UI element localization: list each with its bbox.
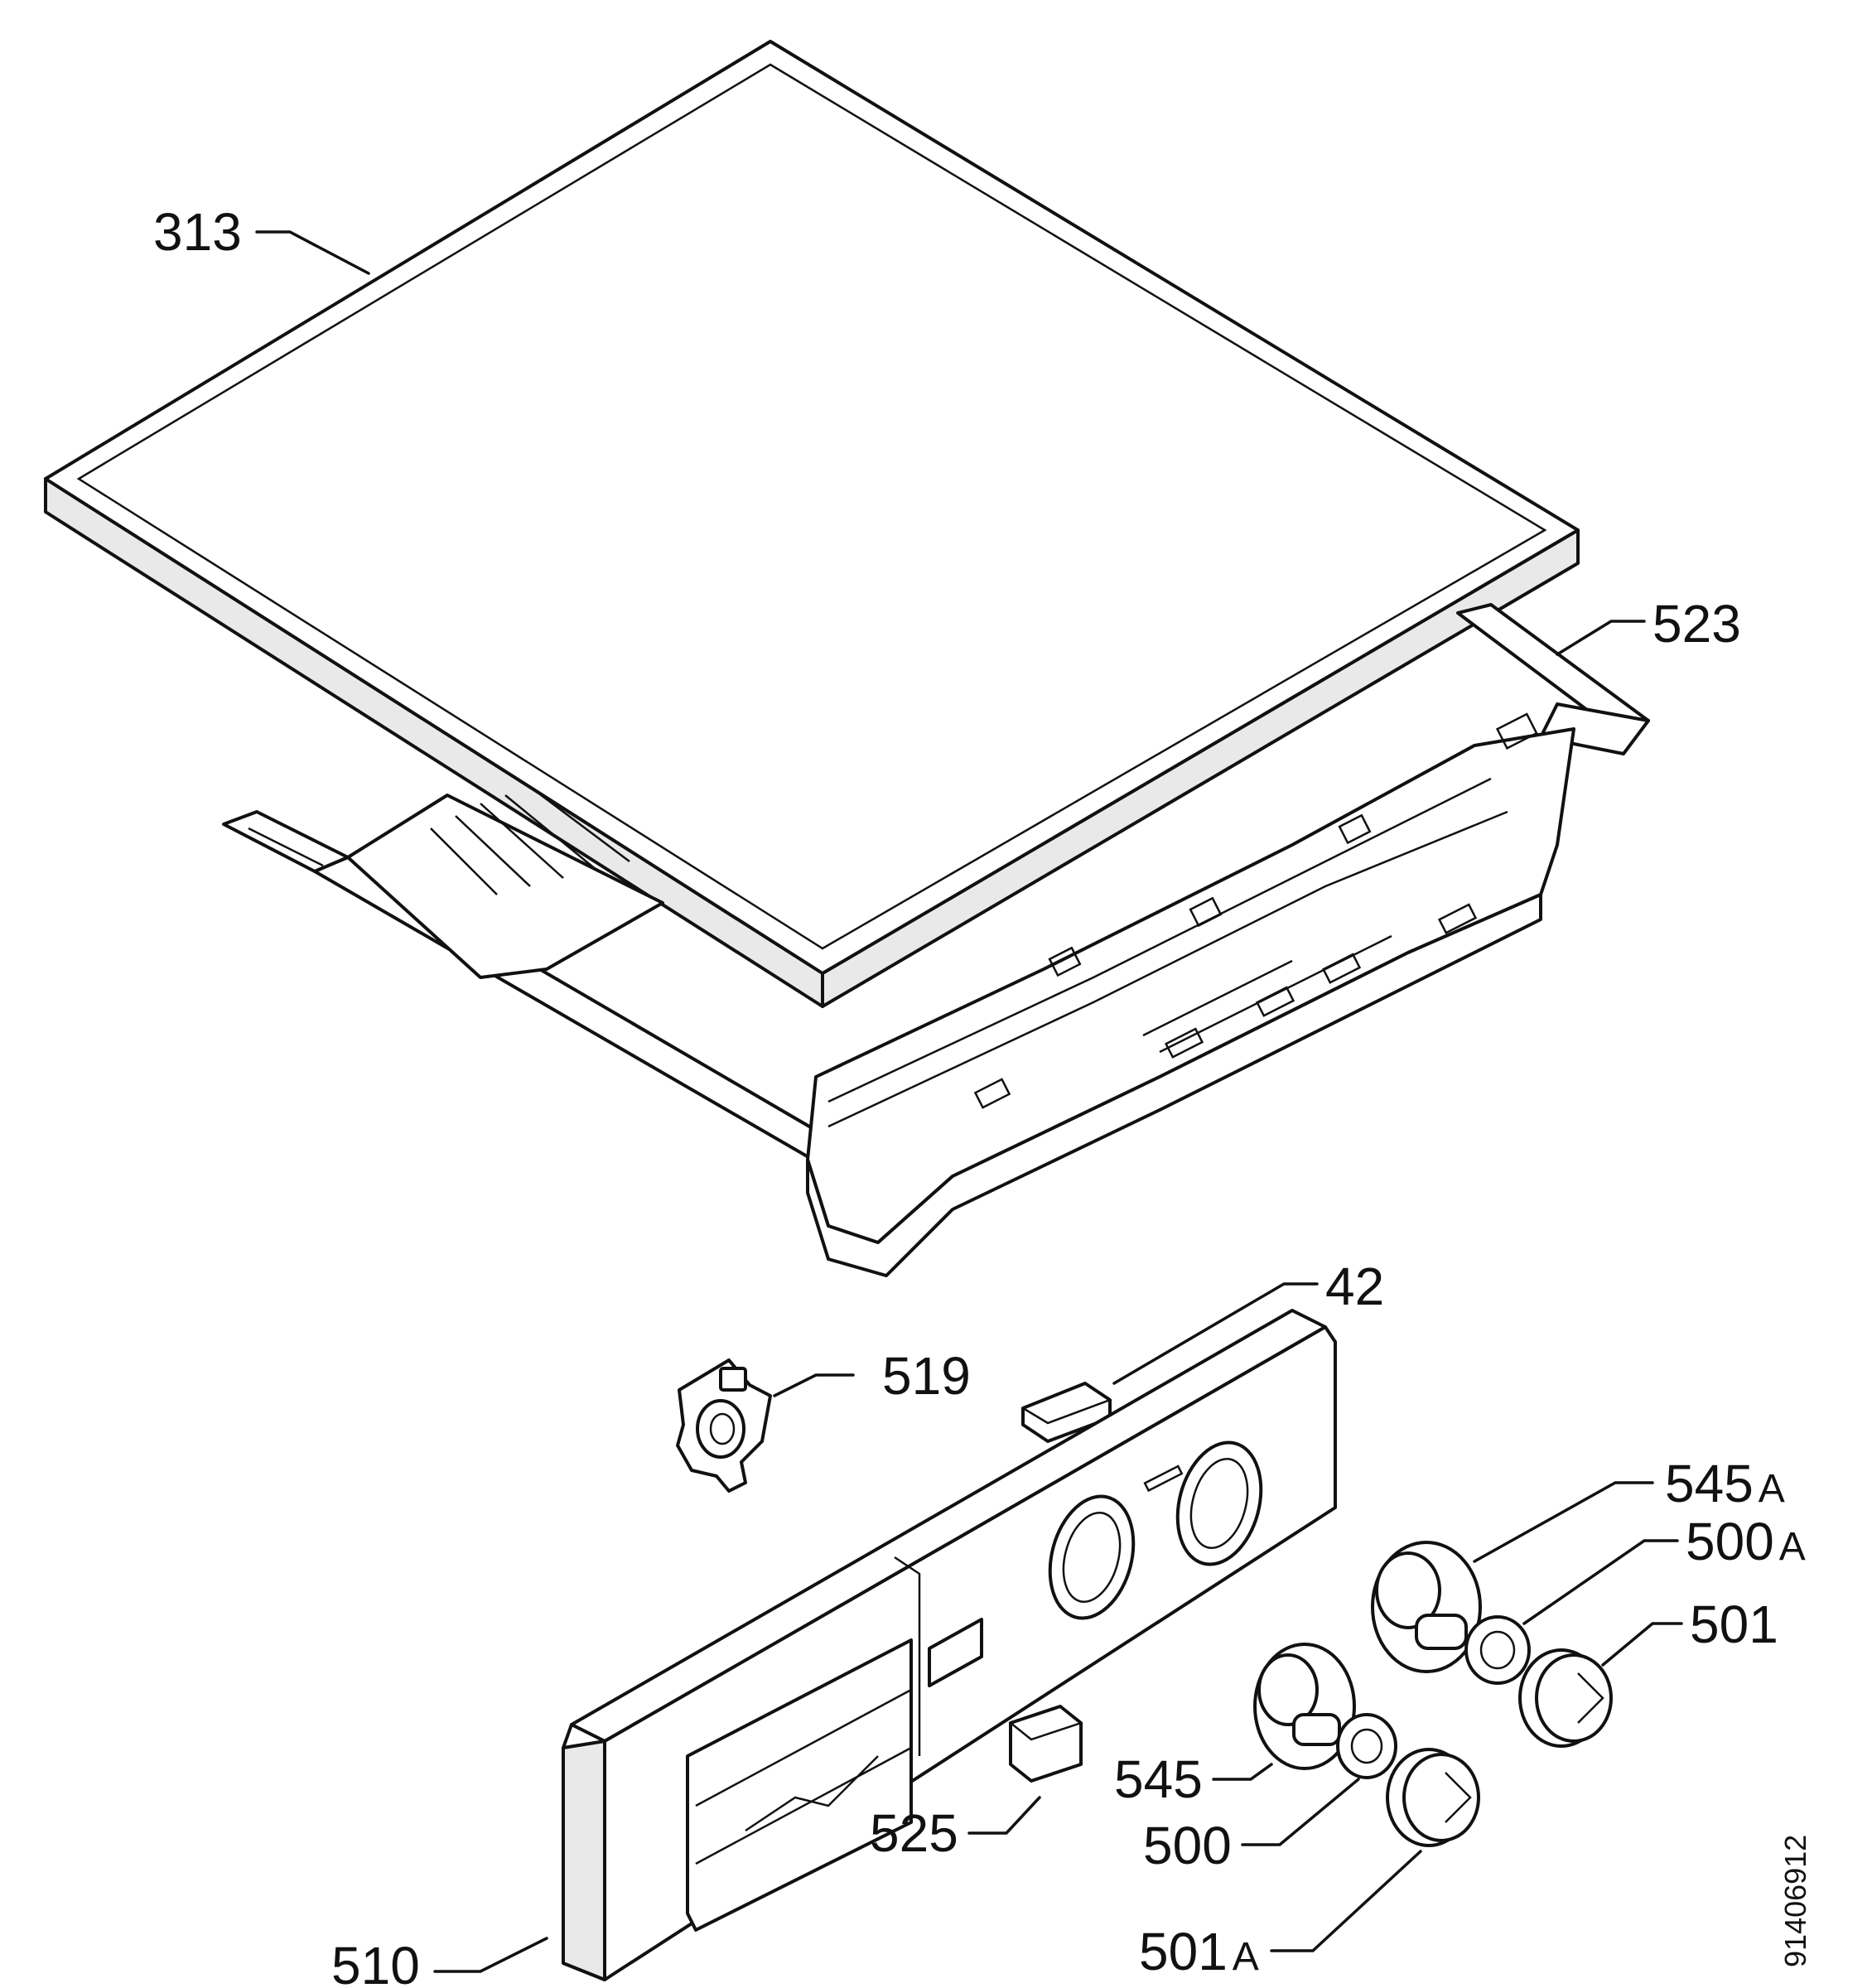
part-510-fascia[interactable] <box>562 1309 1337 1981</box>
part-525-switch[interactable] <box>1008 1705 1083 1783</box>
leader-519 <box>773 1373 855 1397</box>
callout-519: 519 <box>882 1346 971 1406</box>
part-500-spindle[interactable] <box>1336 1713 1397 1779</box>
drawing-number: 91406912 <box>1778 1835 1812 1967</box>
callout-510: 510 <box>331 1936 420 1988</box>
leader-313 <box>255 230 370 275</box>
leader-500a <box>1522 1539 1679 1625</box>
leader-501 <box>1601 1622 1683 1667</box>
part-519-cam-wheel[interactable] <box>676 1358 772 1493</box>
part-523-control-frame[interactable] <box>222 603 1650 1277</box>
part-500a-spindle[interactable] <box>1464 1615 1531 1685</box>
leader-501a <box>1270 1850 1422 1952</box>
leader-42 <box>1112 1282 1319 1385</box>
callout-500: 500 <box>1143 1816 1232 1875</box>
leader-500 <box>1241 1778 1360 1846</box>
leader-525 <box>967 1796 1041 1835</box>
part-545a-bezel-ring[interactable] <box>1371 1541 1482 1673</box>
part-501a-knob[interactable] <box>1386 1748 1480 1847</box>
part-501-knob[interactable] <box>1518 1648 1613 1748</box>
leader-510 <box>433 1937 548 1973</box>
part-313-top-lid[interactable] <box>44 40 1580 1008</box>
callout-313: 313 <box>153 202 242 262</box>
callout-545: 545 <box>1114 1749 1203 1809</box>
leader-545 <box>1212 1763 1273 1781</box>
leader-545a <box>1473 1481 1654 1563</box>
part-545-bezel-ring[interactable] <box>1253 1643 1356 1770</box>
callout-42: 42 <box>1325 1257 1384 1316</box>
leader-523 <box>1556 620 1646 656</box>
callout-523: 523 <box>1652 594 1741 654</box>
callout-525: 525 <box>870 1803 958 1863</box>
callout-501: 501 <box>1690 1595 1778 1654</box>
leader-lines <box>255 230 1683 1973</box>
